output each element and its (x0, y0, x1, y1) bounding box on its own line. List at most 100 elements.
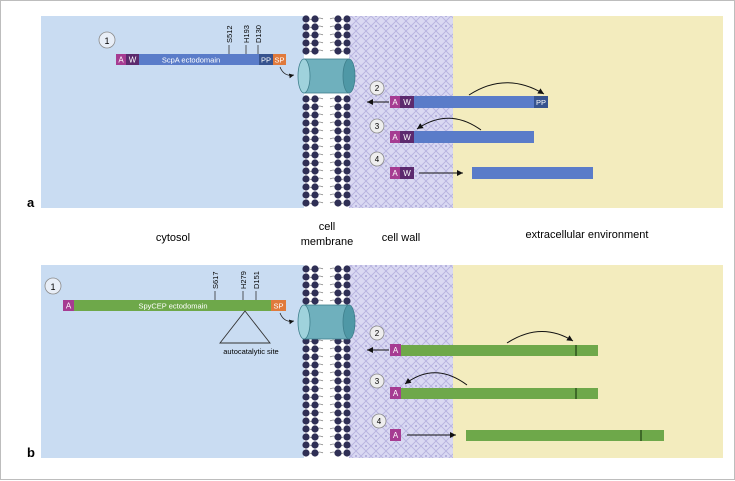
lipid-head (311, 409, 319, 417)
lipid-head (343, 441, 351, 449)
step-4-label-b: 4 (377, 417, 382, 426)
lipid-head (302, 265, 310, 273)
lipid-head (302, 449, 310, 457)
lipid-head (334, 433, 342, 441)
domain-w-label: W (129, 56, 137, 65)
domain-pp-box (259, 54, 273, 65)
translocon-pore-a (297, 58, 356, 94)
step-2-marker-b (369, 325, 385, 341)
lipid-head (334, 265, 342, 273)
lipid-head (343, 95, 351, 103)
lipid-head (334, 183, 342, 191)
lipid-head (311, 167, 319, 175)
lipid-head (334, 151, 342, 159)
lipid-head (302, 183, 310, 191)
step3b-a-label: A (393, 389, 399, 398)
lipid-head (334, 175, 342, 183)
lipid-head (334, 23, 342, 31)
lipid-head (302, 127, 310, 135)
scpa-ectodomain-bar (126, 54, 259, 65)
lipid-head (311, 127, 319, 135)
lipid-head (334, 273, 342, 281)
lipid-head (334, 199, 342, 207)
step2-w-label: W (403, 98, 411, 107)
lipid-head (311, 361, 319, 369)
lipid-head (302, 119, 310, 127)
lipid-head (302, 31, 310, 39)
lipid-head (334, 39, 342, 47)
lipid-head (334, 393, 342, 401)
step3b-domain-a (390, 387, 401, 399)
lipid-head (334, 47, 342, 55)
lipid-head (302, 103, 310, 111)
lipid-head (311, 401, 319, 409)
panel-b-letter: b (27, 445, 35, 460)
cell-wall-region-b (349, 265, 453, 458)
cleavage-arrow-3a (416, 117, 482, 131)
secretion-arrow-b (279, 312, 295, 325)
lipid-head (334, 377, 342, 385)
lipid-head (343, 377, 351, 385)
lipid-head (334, 31, 342, 39)
spycep-ectodomain-bar (74, 300, 271, 311)
compartment-labels: cytosol cell membrane cell wall extracel… (156, 221, 649, 248)
lipid-head (302, 441, 310, 449)
lipid-head (311, 417, 319, 425)
lipid-head (343, 151, 351, 159)
lipid-head (311, 353, 319, 361)
step2-pp-label: PP (536, 98, 546, 107)
step2b-a-label: A (393, 346, 399, 355)
step3-domain-a (390, 131, 400, 143)
lipid-head (311, 39, 319, 47)
lipid-head (302, 95, 310, 103)
step3-a-label: A (392, 133, 398, 142)
lipid-head (334, 425, 342, 433)
lipid-head (334, 191, 342, 199)
step4-a-label: A (392, 169, 398, 178)
membrane-label-line1: cell (319, 221, 336, 233)
lipid-head (334, 127, 342, 135)
lipid-head (302, 281, 310, 289)
extracellular-region-a (453, 16, 723, 208)
lipid-head (311, 377, 319, 385)
membrane-bilayer-b (302, 265, 351, 457)
panel-a: 1 S512 H193 D130 ScpA ectodomain A W PP … (27, 15, 723, 210)
residue-s512: S512 (225, 25, 234, 43)
lipid-head (311, 183, 319, 191)
step3-w-label: W (403, 133, 411, 142)
lipid-head (302, 175, 310, 183)
lipid-head (311, 393, 319, 401)
lipid-head (311, 297, 319, 305)
lipid-head (302, 39, 310, 47)
step-4-marker (369, 151, 385, 167)
domain-a-label: A (118, 56, 124, 65)
domain-sp-label-b: SP (273, 302, 283, 311)
secretion-arrow-a (279, 66, 295, 79)
lipid-head (311, 31, 319, 39)
lipid-head (334, 369, 342, 377)
lipid-head (302, 143, 310, 151)
step2b-ectodomain (401, 345, 598, 356)
lipid-head (311, 95, 319, 103)
lipid-head (311, 425, 319, 433)
cleavage-arrow-2b (506, 331, 574, 344)
lipid-head (343, 191, 351, 199)
lipid-head (343, 449, 351, 457)
lipid-head (343, 47, 351, 55)
domain-sp-label: SP (274, 56, 284, 65)
lipid-head (302, 191, 310, 199)
lipid-head (302, 15, 310, 23)
step4-w-label: W (403, 169, 411, 178)
step4b-domain-a (390, 429, 401, 441)
cytosol-region-b (41, 265, 304, 458)
lipid-head (311, 47, 319, 55)
lipid-head (311, 369, 319, 377)
step-2-marker (369, 80, 385, 96)
step2-ectodomain (414, 96, 534, 108)
lipid-head (343, 417, 351, 425)
lipid-head (302, 273, 310, 281)
domain-sp-box (273, 54, 286, 65)
lipid-head (334, 449, 342, 457)
membrane-label-line2: membrane (301, 236, 354, 248)
